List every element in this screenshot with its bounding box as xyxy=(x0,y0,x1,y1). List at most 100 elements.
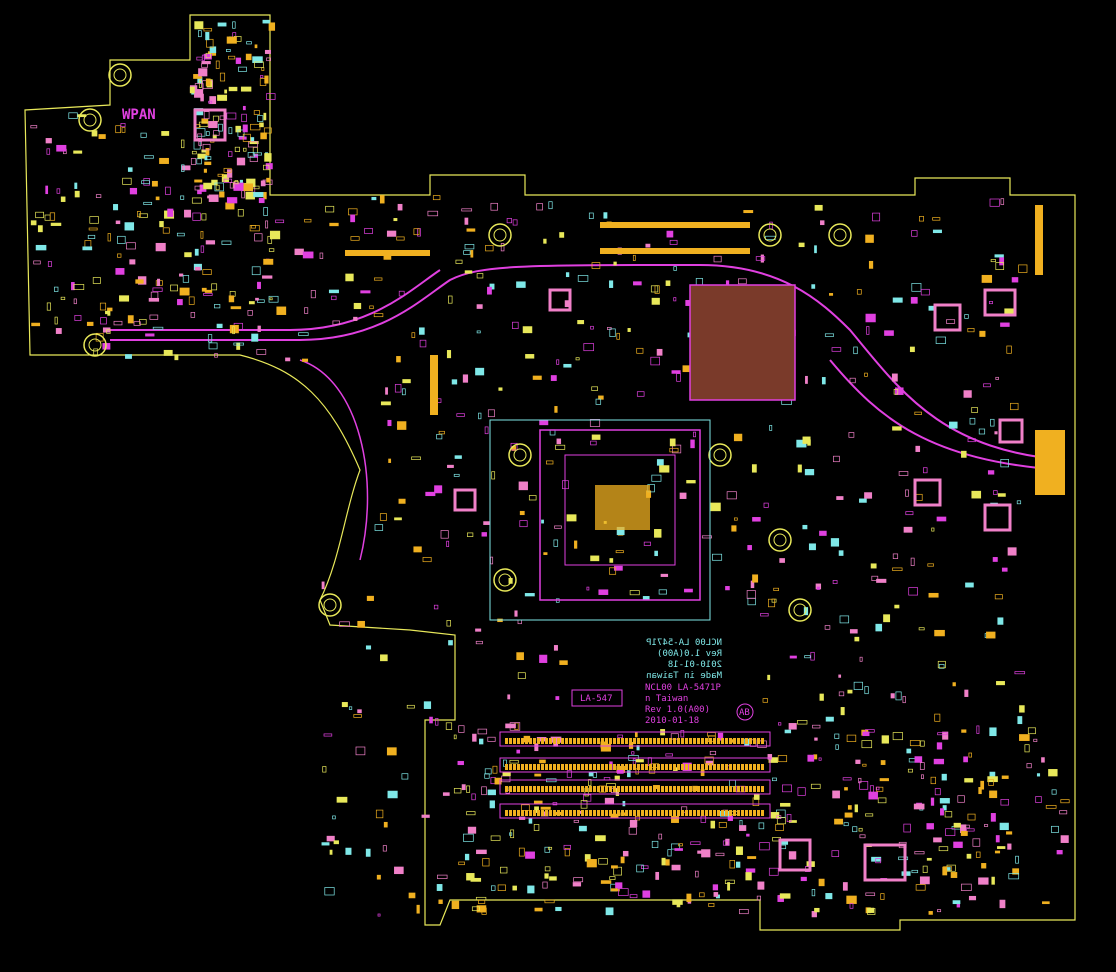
component-footprint xyxy=(718,822,727,828)
component-footprint xyxy=(194,83,204,90)
component-footprint xyxy=(650,356,660,366)
dimm-pin xyxy=(549,786,552,792)
component-footprint xyxy=(437,874,448,879)
component-footprint xyxy=(852,826,858,833)
component-footprint xyxy=(532,375,542,380)
component-footprint xyxy=(544,866,551,872)
dimm-pin xyxy=(629,738,632,744)
component-footprint xyxy=(262,19,270,24)
connector-pads xyxy=(600,222,750,228)
component-footprint xyxy=(419,327,425,335)
component-footprint xyxy=(304,307,309,314)
component-footprint xyxy=(1006,345,1012,354)
dimm-pin xyxy=(621,786,624,792)
dimm-pin xyxy=(589,764,592,770)
component-footprint xyxy=(517,672,526,679)
dimm-pin xyxy=(761,738,764,744)
component-footprint xyxy=(961,883,972,891)
component-footprint xyxy=(932,229,942,234)
mounting-hole-inner xyxy=(113,68,127,82)
component-footprint xyxy=(543,552,548,555)
component-footprint xyxy=(165,186,171,195)
component-footprint xyxy=(527,885,535,894)
mounting-hole xyxy=(508,443,532,467)
component-footprint xyxy=(607,327,612,330)
component-footprint xyxy=(263,164,270,171)
dimm-pin xyxy=(745,738,748,744)
component-footprint xyxy=(525,354,535,359)
component-footprint xyxy=(966,853,972,859)
dimm-pin xyxy=(709,764,712,770)
component-footprint xyxy=(1008,873,1020,880)
component-footprint xyxy=(266,57,271,62)
component-footprint xyxy=(867,908,876,915)
component-footprint xyxy=(1060,799,1070,804)
component-footprint xyxy=(834,818,844,825)
component-footprint xyxy=(218,123,223,132)
component-footprint xyxy=(269,297,273,301)
component-footprint xyxy=(967,328,975,333)
dimm-pin xyxy=(725,786,728,792)
dimm-pin xyxy=(537,738,540,744)
component-footprint xyxy=(825,893,833,900)
dimm-pin xyxy=(693,810,696,816)
component-footprint xyxy=(546,460,554,465)
component-footprint xyxy=(505,723,516,729)
component-footprint xyxy=(757,881,765,890)
component-footprint xyxy=(1056,850,1063,855)
component-footprint xyxy=(583,343,594,352)
component-footprint xyxy=(775,823,784,831)
component-footprint xyxy=(326,835,335,842)
dimm-pin xyxy=(549,764,552,770)
component-footprint xyxy=(661,857,666,866)
component-footprint xyxy=(928,592,939,598)
component-footprint xyxy=(927,563,934,567)
component-footprint xyxy=(226,112,237,120)
component-footprint xyxy=(411,456,421,460)
component-footprint xyxy=(100,317,107,325)
dimm-slot xyxy=(499,779,771,795)
component-footprint xyxy=(117,253,122,258)
copper-traces xyxy=(110,263,1066,561)
component-footprint xyxy=(816,586,820,590)
mounting-hole xyxy=(318,593,342,617)
component-footprint xyxy=(735,861,741,868)
dimm-pin xyxy=(561,738,564,744)
dimm-pin xyxy=(733,810,736,816)
component-footprint xyxy=(476,304,483,309)
dimm-pin xyxy=(749,764,752,770)
component-footprint xyxy=(735,846,743,855)
dimm-pin xyxy=(741,764,744,770)
dimm-pin xyxy=(681,738,684,744)
component-footprint xyxy=(498,387,503,391)
component-footprint xyxy=(133,321,141,326)
component-footprint xyxy=(275,219,285,224)
component-footprint xyxy=(353,302,362,310)
component-footprint xyxy=(84,240,92,248)
component-footprint xyxy=(824,625,831,630)
component-footprint xyxy=(487,286,492,295)
component-footprint xyxy=(451,900,460,910)
dimm-pin xyxy=(621,738,624,744)
component-footprint xyxy=(995,835,1000,843)
component-footprint xyxy=(833,455,840,463)
component-footprint xyxy=(193,74,202,79)
component-footprint xyxy=(993,490,998,495)
component-footprint xyxy=(44,214,51,221)
component-footprint xyxy=(394,866,404,875)
component-footprint xyxy=(920,740,925,747)
component-footprint xyxy=(124,222,135,231)
dimm-pin xyxy=(513,786,516,792)
dimm-pin xyxy=(685,786,688,792)
component-footprint xyxy=(383,821,388,828)
component-footprint xyxy=(151,180,158,187)
dimm-pin xyxy=(613,764,616,770)
dimm-pin xyxy=(633,764,636,770)
component-footprint xyxy=(534,773,542,777)
component-footprint xyxy=(595,835,606,842)
component-footprint xyxy=(865,234,874,243)
component-footprint xyxy=(903,526,913,533)
component-footprint xyxy=(497,884,506,891)
component-footprint xyxy=(129,187,138,195)
component-footprint xyxy=(995,376,999,380)
